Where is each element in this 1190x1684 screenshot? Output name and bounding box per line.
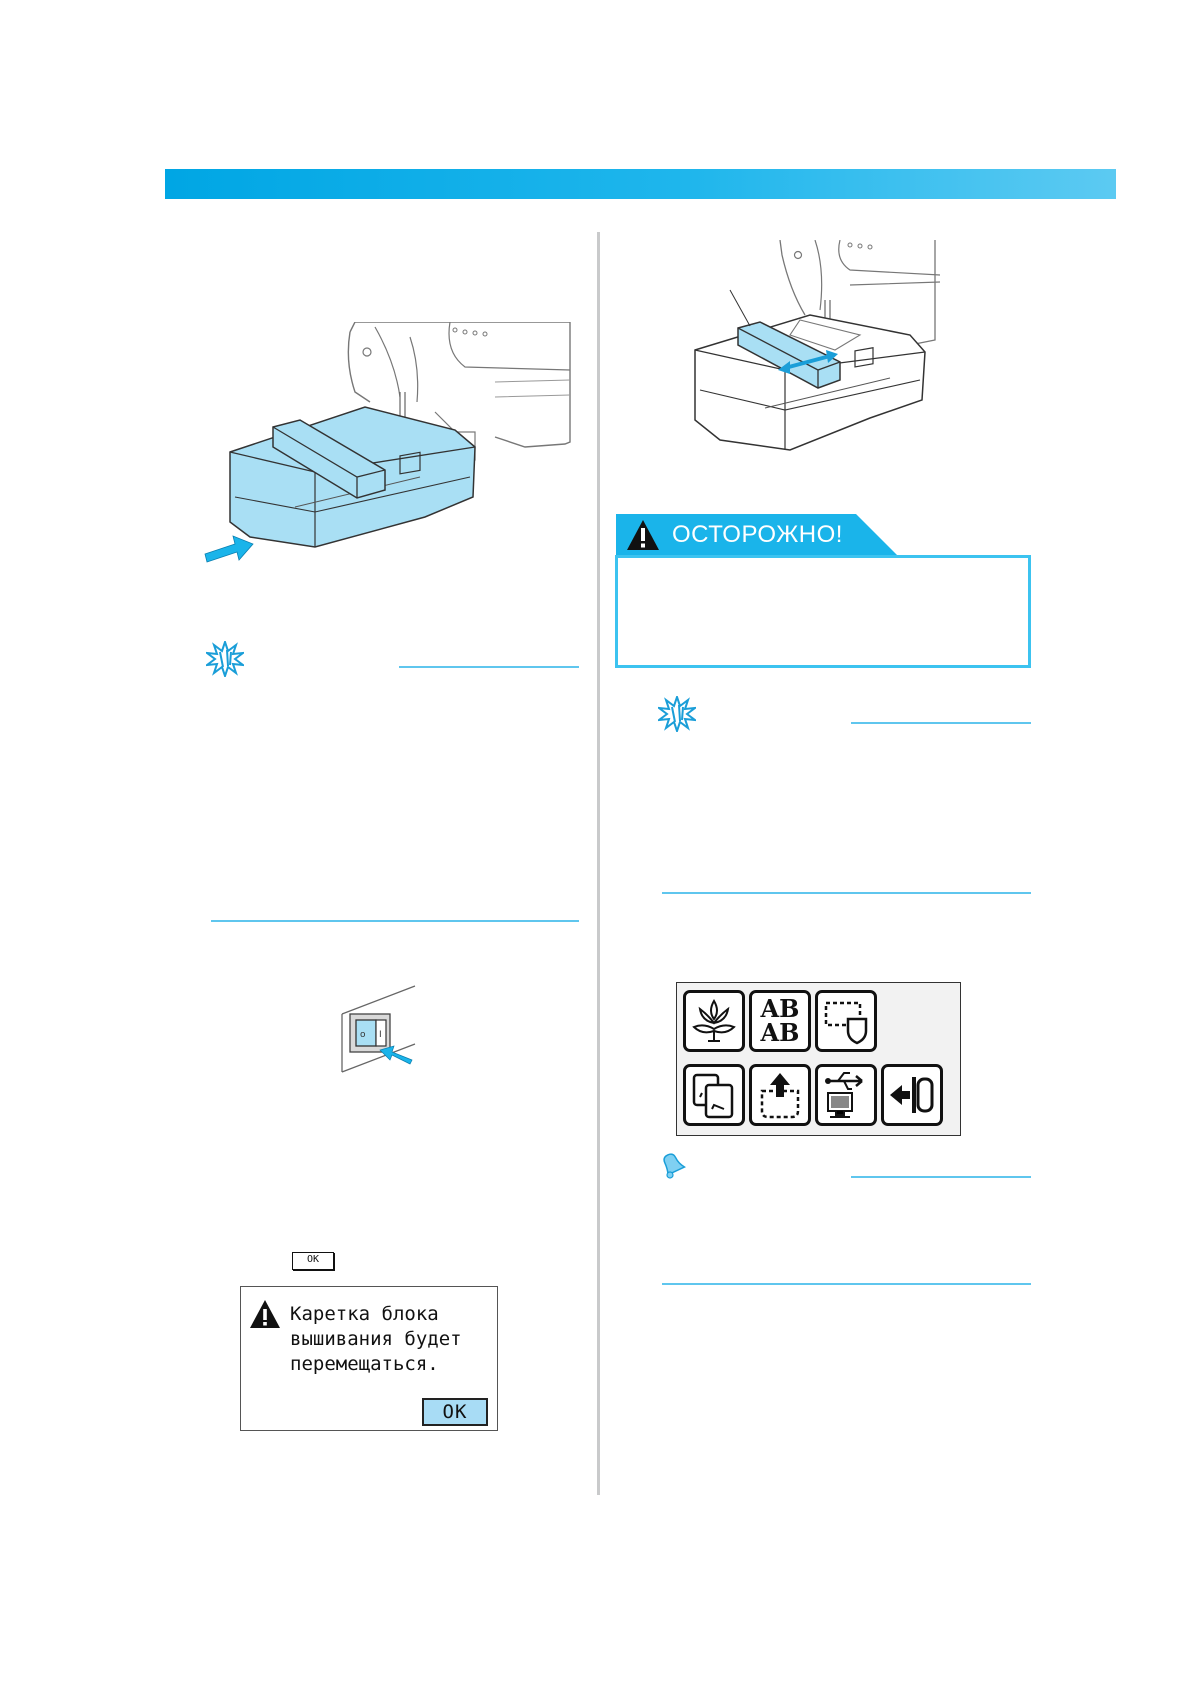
frame-pattern-icon — [824, 1001, 868, 1045]
usb-computer-icon — [825, 1072, 863, 1118]
lcd-message-text: Каретка блока вышивания будет перемещать… — [290, 1303, 462, 1375]
pocket-memory-tile[interactable] — [749, 1064, 811, 1126]
note-rule-bottom — [662, 1283, 1031, 1285]
memo-rule-top — [399, 666, 579, 668]
warning-triangle-icon — [250, 1300, 280, 1328]
memo-burst-icon — [206, 641, 244, 677]
memo-rule-bottom — [211, 920, 579, 922]
my-design-tile[interactable] — [683, 1064, 745, 1126]
alphabet-characters-tile[interactable]: AB AB — [749, 990, 811, 1052]
svg-text:o: o — [360, 1030, 366, 1040]
caution-box — [615, 555, 1031, 668]
svg-text:I: I — [379, 1030, 382, 1040]
note-rule-top — [851, 1176, 1031, 1178]
embroidery-pattern-tile[interactable] — [683, 990, 745, 1052]
usb-computer-tile[interactable] — [815, 1064, 877, 1126]
frame-pattern-tile[interactable] — [815, 990, 877, 1052]
my-design-icon — [692, 1073, 734, 1119]
pocket-memory-icon — [760, 1073, 800, 1119]
column-divider — [597, 232, 600, 1495]
lcd-ok-button[interactable]: OK — [422, 1398, 488, 1426]
ok-key-inline: OK — [292, 1252, 334, 1270]
exclamation-triangle-icon — [627, 520, 659, 550]
power-switch-illustration: o I — [341, 985, 416, 1073]
embroidery-pattern-icon — [692, 999, 736, 1042]
exit-tile[interactable] — [881, 1064, 943, 1126]
attach-embroidery-unit-illustration — [204, 322, 571, 563]
memo-rule-top-right — [851, 722, 1031, 724]
memo-rule-bottom-right — [662, 892, 1031, 894]
memo-burst-icon — [658, 696, 696, 732]
carriage-movement-illustration — [694, 240, 940, 451]
bell-note-icon — [663, 1153, 686, 1179]
caution-tab — [616, 514, 898, 556]
header-bar — [165, 169, 1116, 199]
caution-label: ОСТОРОЖНО! — [672, 521, 843, 548]
exit-icon — [890, 1077, 934, 1113]
